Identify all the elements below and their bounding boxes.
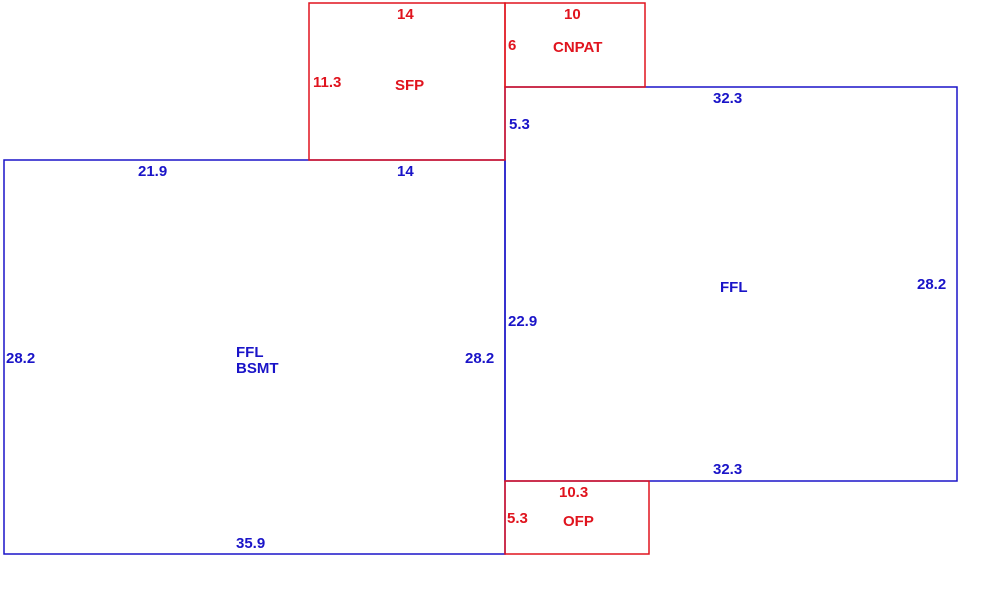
ffl-left-lower-dim: 22.9: [508, 313, 537, 330]
ffl-right-dim: 28.2: [917, 276, 946, 293]
ffl-bsmt-name-line1: FFL: [236, 344, 264, 361]
ffl-left-upper-dim: 5.3: [509, 116, 530, 133]
ofp-left-dim: 5.3: [507, 510, 528, 527]
cnpat-name: CNPAT: [553, 39, 602, 56]
sfp-left-dim: 11.3: [313, 74, 341, 91]
ffl-bsmt-top-right-dim: 14: [397, 163, 414, 180]
sfp-name: SFP: [395, 77, 424, 94]
ffl-outline: [504, 86, 958, 482]
sfp-top-dim: 14: [397, 6, 414, 23]
cnpat-top-dim: 10: [564, 6, 581, 23]
cnpat-left-dim: 6: [508, 37, 516, 54]
ffl-bsmt-bottom-dim: 35.9: [236, 535, 265, 552]
ffl-bsmt-right-dim: 28.2: [465, 350, 494, 367]
ffl-bsmt-top-left-dim: 21.9: [138, 163, 167, 180]
cnpat-outline: [504, 2, 646, 88]
ofp-top-dim: 10.3: [559, 484, 588, 501]
ffl-bottom-dim: 32.3: [713, 461, 742, 478]
ffl-name: FFL: [720, 279, 748, 296]
ofp-name: OFP: [563, 513, 594, 530]
ffl-top-dim: 32.3: [713, 90, 742, 107]
ffl-bsmt-left-dim: 28.2: [6, 350, 35, 367]
ofp-outline: [504, 480, 650, 555]
ffl-bsmt-name-line2: BSMT: [236, 360, 279, 377]
